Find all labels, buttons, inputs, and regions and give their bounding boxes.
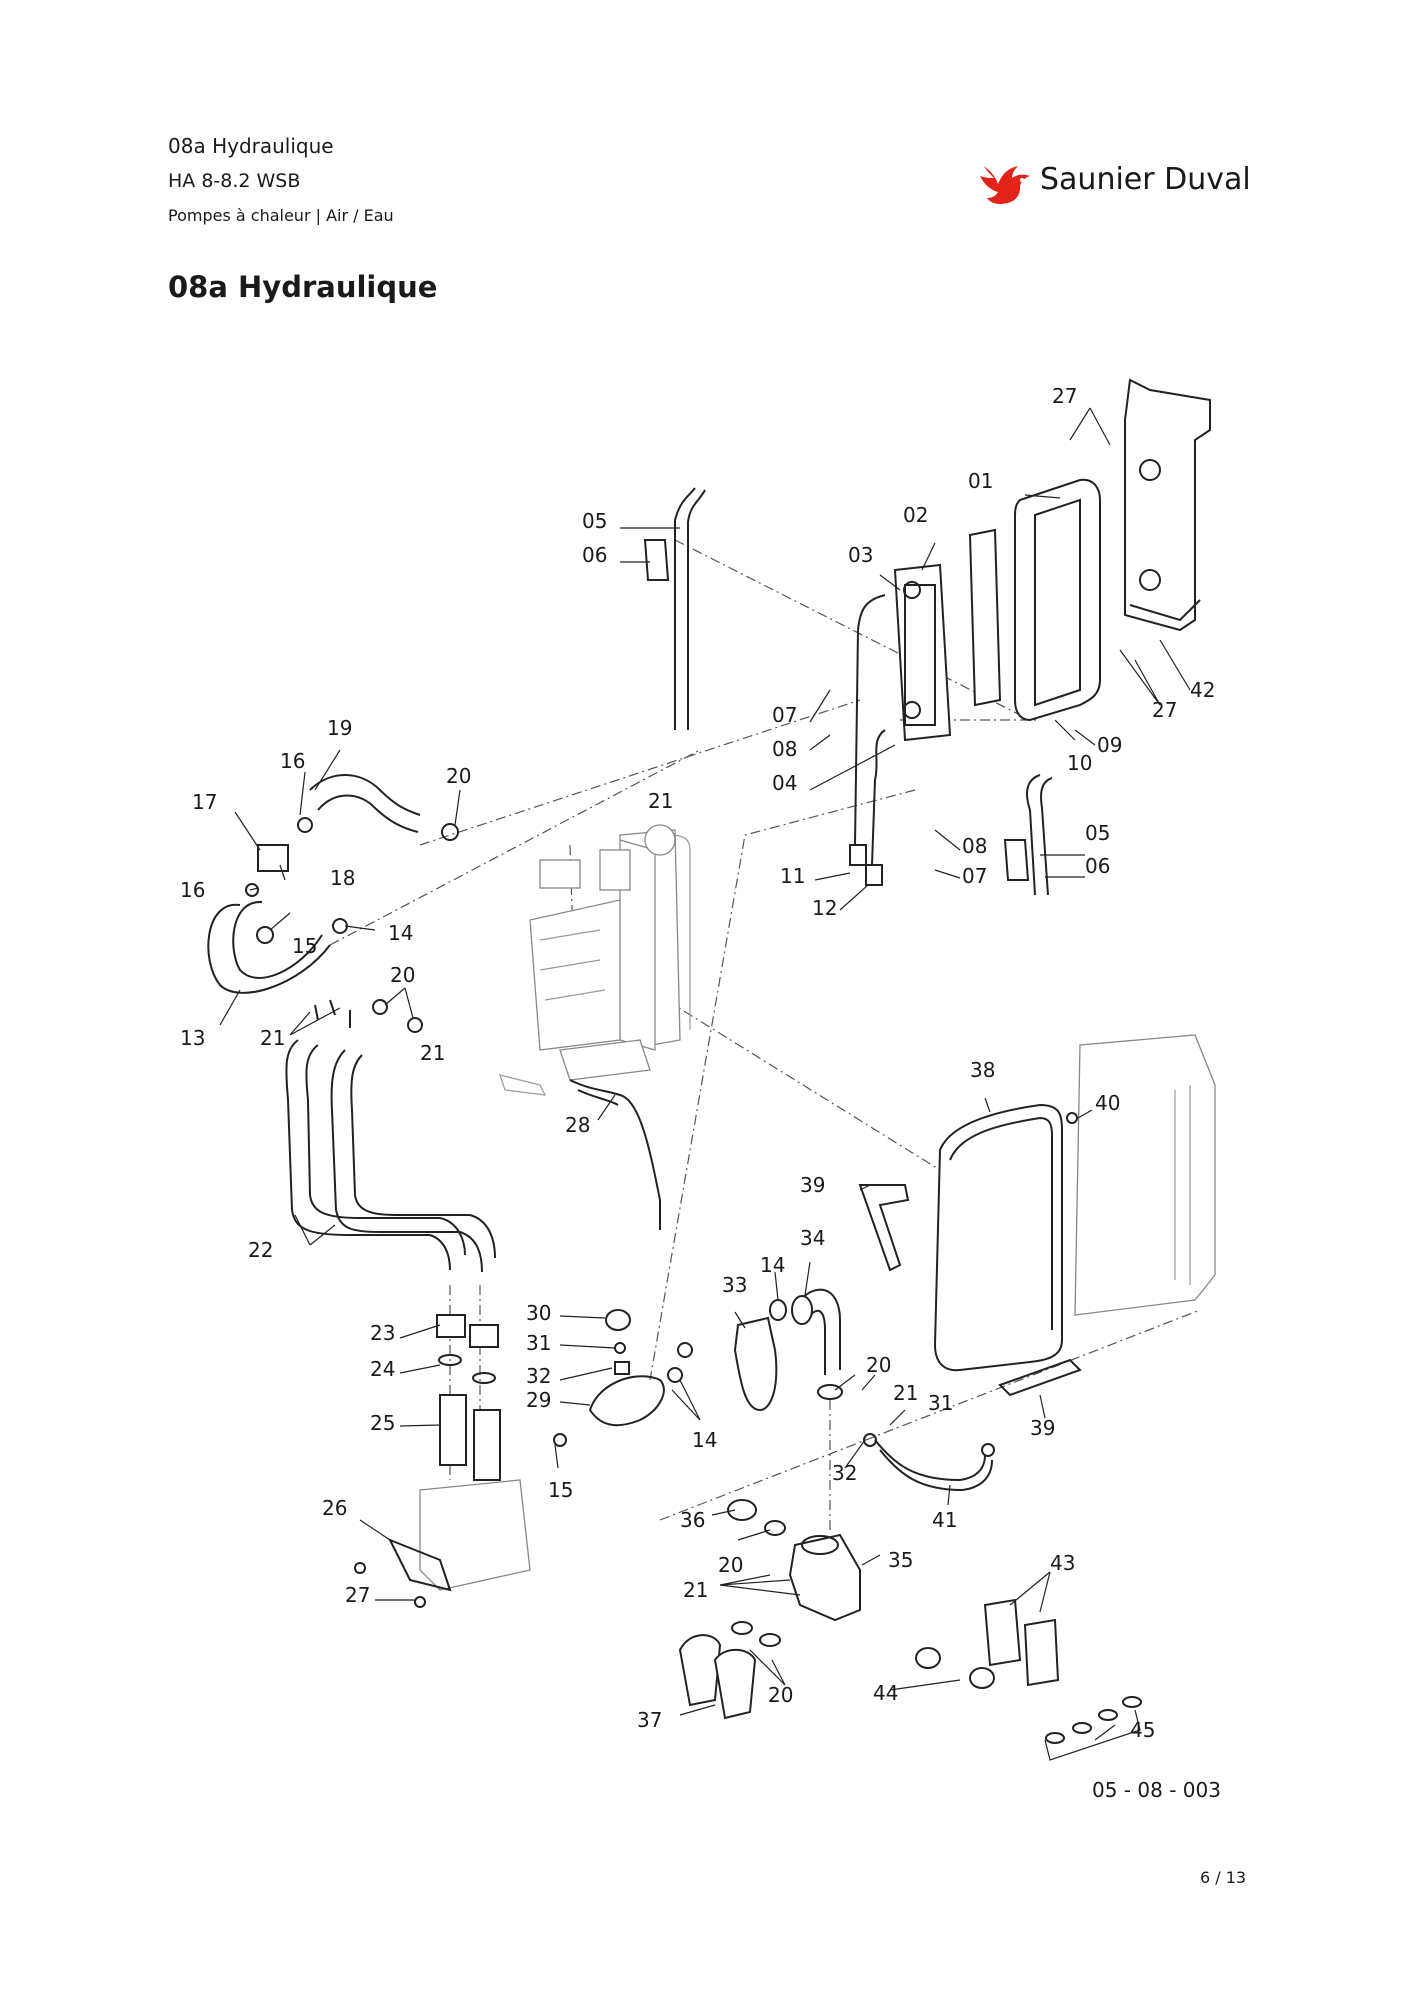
part-label: 04 [772, 771, 797, 795]
part-label: 02 [903, 503, 928, 527]
part-label: 31 [526, 1331, 551, 1355]
part-label: 11 [780, 864, 805, 888]
part-label: 21 [893, 1381, 918, 1405]
page-title: 08a Hydraulique [168, 270, 438, 304]
lower-left-parts [354, 1314, 531, 1608]
part-label: 19 [327, 716, 352, 740]
expansion-vessel-group [858, 1034, 1216, 1397]
part-label: 31 [928, 1391, 953, 1415]
part-label: 12 [812, 896, 837, 920]
part-label: 34 [800, 1226, 825, 1250]
hydraulic-module [529, 824, 691, 1081]
part-label: 01 [968, 469, 993, 493]
part-label: 20 [718, 1553, 743, 1577]
part-label: 13 [180, 1026, 205, 1050]
part-label: 30 [526, 1301, 551, 1325]
hose-41 [863, 1433, 995, 1492]
part-label: 24 [370, 1357, 395, 1381]
part-label: 03 [848, 543, 873, 567]
part-label: 15 [548, 1478, 573, 1502]
part-label: 20 [446, 764, 471, 788]
middle-parts [553, 1299, 787, 1447]
part-label: 18 [330, 866, 355, 890]
part-label: 15 [292, 934, 317, 958]
part-label: 16 [180, 878, 205, 902]
part-label: 16 [280, 749, 305, 773]
header-model: HA 8-8.2 WSB [168, 170, 301, 192]
pipe-05-lower [1003, 774, 1053, 896]
pipe-28 [499, 1074, 661, 1230]
part-label: 22 [248, 1238, 273, 1262]
fittings-left [245, 817, 459, 1033]
part-label: 20 [390, 963, 415, 987]
part-label: 41 [932, 1508, 957, 1532]
part-label: 27 [1052, 384, 1077, 408]
part-label: 40 [1095, 1091, 1120, 1115]
part-label: 20 [866, 1353, 891, 1377]
pipe-03-04 [849, 594, 886, 886]
leader-lines [219, 407, 1191, 1741]
lower-middle-parts [678, 1499, 861, 1720]
part-label: 29 [526, 1388, 551, 1412]
part-label: 23 [370, 1321, 395, 1345]
part-label: 21 [648, 789, 673, 813]
part-label: 21 [260, 1026, 285, 1050]
drawing-reference-code: 05 - 08 - 003 [1092, 1778, 1221, 1802]
header-category: Pompes à chaleur | Air / Eau [168, 206, 394, 225]
part-label: 14 [760, 1253, 785, 1277]
hose-group-left [207, 774, 496, 1273]
part-label: 36 [680, 1508, 705, 1532]
part-label: 21 [420, 1041, 445, 1065]
hose-34 [791, 1288, 843, 1400]
bird-logo-icon [980, 166, 1030, 204]
page-number: 6 / 13 [1200, 1868, 1247, 1887]
part-labels: 01 02 03 04 05 05 06 06 07 07 08 08 09 1… [180, 384, 1215, 1742]
part-label: 07 [772, 703, 797, 727]
part-label: 39 [800, 1173, 825, 1197]
brand-logo: Saunier Duval [978, 158, 1251, 210]
part-label: 33 [722, 1273, 747, 1297]
part-label: 38 [970, 1058, 995, 1082]
heat-exchanger-group [893, 378, 1211, 742]
part-label: 06 [1085, 854, 1110, 878]
part-label: 07 [962, 864, 987, 888]
part-label: 32 [832, 1461, 857, 1485]
part-label: 09 [1097, 733, 1122, 757]
part-label: 14 [388, 921, 413, 945]
part-label: 25 [370, 1411, 395, 1435]
part-label: 42 [1190, 678, 1215, 702]
part-label: 43 [1050, 1551, 1075, 1575]
part-label: 10 [1067, 751, 1092, 775]
header-section-title: 08a Hydraulique [168, 134, 334, 158]
pipe-05-upper [643, 487, 706, 730]
brand-name: Saunier Duval [1040, 162, 1251, 197]
part-label: 26 [322, 1496, 347, 1520]
part-label: 35 [888, 1548, 913, 1572]
part-label: 27 [345, 1583, 370, 1607]
part-label: 05 [1085, 821, 1110, 845]
part-label: 08 [772, 737, 797, 761]
part-label: 06 [582, 543, 607, 567]
part-label: 08 [962, 834, 987, 858]
part-label: 39 [1030, 1416, 1055, 1440]
part-label: 20 [768, 1683, 793, 1707]
part-label: 17 [192, 790, 217, 814]
part-label: 37 [637, 1708, 662, 1732]
part-label: 45 [1130, 1718, 1155, 1742]
part-label: 05 [582, 509, 607, 533]
part-label: 21 [683, 1578, 708, 1602]
lower-right-parts [915, 1598, 1142, 1761]
part-label: 28 [565, 1113, 590, 1137]
part-label: 44 [873, 1681, 898, 1705]
part-label: 32 [526, 1364, 551, 1388]
part-label: 14 [692, 1428, 717, 1452]
part-label: 27 [1152, 698, 1177, 722]
